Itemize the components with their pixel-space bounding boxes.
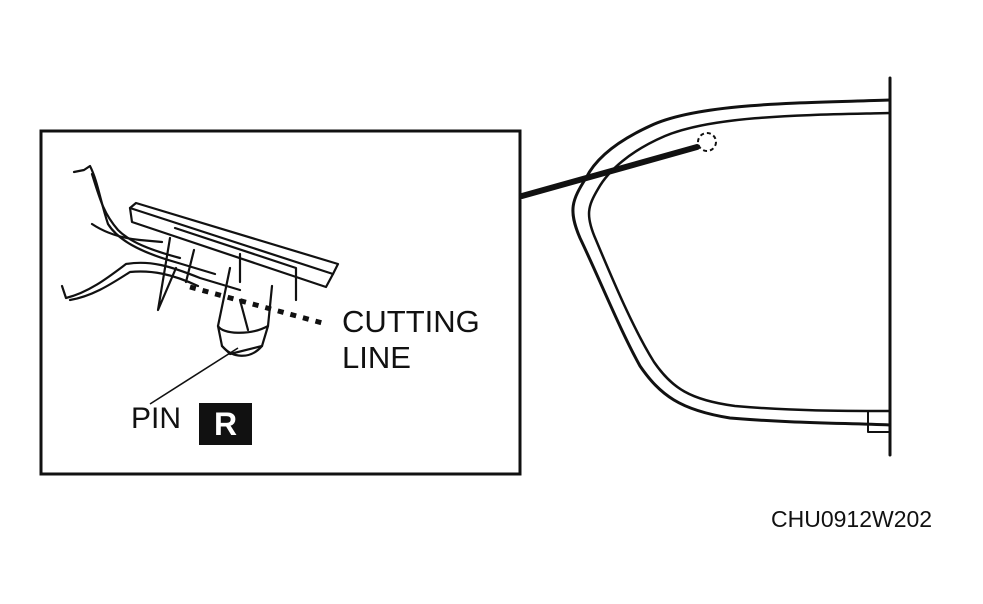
wire-upper-2 [90, 172, 182, 260]
cutting-line-label-2: LINE [342, 340, 411, 375]
pin-location-marker [697, 132, 717, 152]
wire-upper [72, 164, 217, 276]
cutting-line-dots [189, 284, 327, 327]
window-trim-panel [571, 76, 892, 457]
pin-reusable-badge: R [199, 403, 252, 445]
figure-code: CHU0912W202 [771, 506, 933, 532]
pin-leader-line [149, 347, 239, 405]
clip-leg-mid [184, 248, 196, 284]
pin-label: PIN [131, 402, 182, 435]
cutting-line-label-1: CUTTING [342, 304, 480, 339]
clip-detail-drawing [60, 164, 340, 357]
clip-base-plate [128, 201, 340, 276]
cutting-line-label: CUTTING LINE [342, 304, 480, 376]
detail-inset-frame [39, 129, 522, 476]
clip-leg-left [156, 236, 178, 312]
wire-lower-2 [68, 270, 200, 302]
wire-lower [60, 261, 242, 300]
